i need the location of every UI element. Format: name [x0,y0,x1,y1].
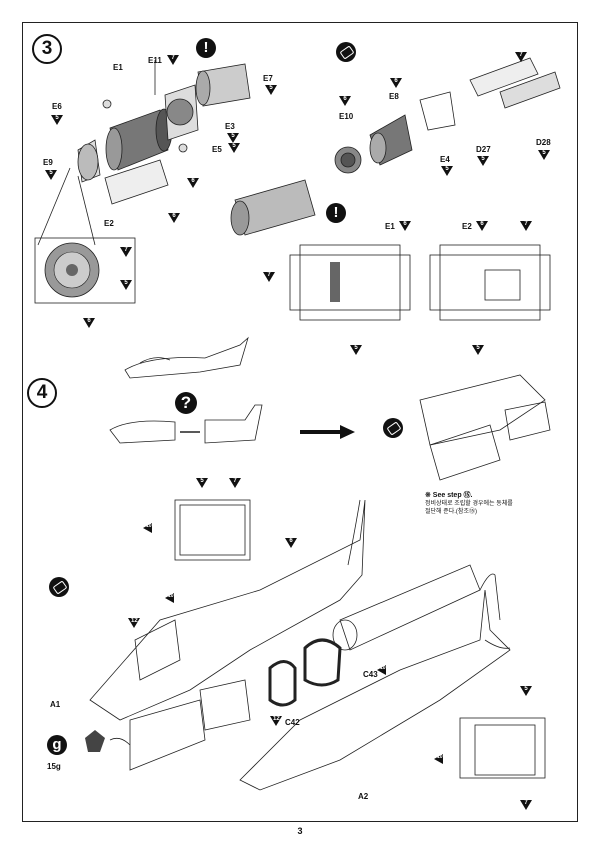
color-marker: 6 [83,318,95,328]
color-marker: 5 [520,686,532,696]
glue-icon [336,42,356,62]
color-marker: 12 [270,716,282,726]
part-label-C42: C42 [285,718,300,727]
color-marker: 6 [390,78,402,88]
question-icon: ? [175,392,197,414]
color-marker: 10 [434,754,443,764]
color-marker: 10 [143,523,152,533]
color-marker: 10 [165,593,174,603]
part-label-E3: E3 [225,122,235,131]
page-number: 3 [297,826,303,836]
part-label-E1: E1 [113,63,123,72]
part-label-E5: E5 [212,145,222,154]
part-label-E9: E9 [43,158,53,167]
part-label-E4: E4 [440,155,450,164]
color-marker: 7 [515,52,527,62]
color-marker: 7 [520,221,532,231]
part-label-A1: A1 [50,700,61,709]
step-3-number: 3 [32,34,62,64]
color-marker: 5 [227,133,239,143]
part-label-E10: E10 [339,112,354,121]
warning-icon: ! [196,38,216,58]
color-marker: 5 [45,170,57,180]
step-4-number: 4 [27,378,57,408]
see-step-text: ※ See step ⑮. [425,492,473,499]
part-label-D28: D28 [536,138,551,147]
color-marker: 10 [377,665,386,675]
panel-label-E1: E1 [385,222,395,231]
cutting-note: ※ See step ⑮. 정비상태로 조립할 경우에는 동체를 절단해 준다.… [425,492,513,516]
color-marker: 6 [339,96,351,106]
cutter-icon [383,418,403,438]
color-marker: 6 [399,221,411,231]
part-label-E7: E7 [263,74,273,83]
color-marker: 5 [228,143,240,153]
color-marker: 7 [120,247,132,257]
color-marker: 5 [441,166,453,176]
color-marker: 6 [187,178,199,188]
color-marker: 5 [472,345,484,355]
color-marker: 5 [265,85,277,95]
part-label-C43: C43 [363,670,378,679]
color-marker: 7 [263,272,275,282]
warning-icon: ! [326,203,346,223]
part-label-E6: E6 [52,102,62,111]
panel-label-E2: E2 [462,222,472,231]
color-marker: 5 [538,150,550,160]
color-marker: 5 [350,345,362,355]
color-marker: 5 [477,156,489,166]
korean-note-line2: 절단해 준다.(참조⑮) [425,509,477,515]
color-marker: 6 [476,221,488,231]
part-label-E2: E2 [104,219,114,228]
color-marker: 7 [167,55,179,65]
page-frame [22,22,578,822]
color-marker: 5 [51,115,63,125]
part-label-D27: D27 [476,145,491,154]
weight-value: 15g [47,762,61,771]
part-label-E11: E11 [148,56,162,65]
color-marker: 5 [196,478,208,488]
color-marker: 7 [520,800,532,810]
color-marker: 6 [285,538,297,548]
color-marker: 5 [120,280,132,290]
glue-icon [49,577,69,597]
weight-icon: g [47,735,67,755]
part-label-E8: E8 [389,92,399,101]
part-label-A2: A2 [358,792,369,801]
color-marker: 6 [168,213,180,223]
color-marker: 7 [229,478,241,488]
color-marker: 12 [128,618,140,628]
korean-note-line1: 정비상태로 조립할 경우에는 동체를 [425,501,513,507]
